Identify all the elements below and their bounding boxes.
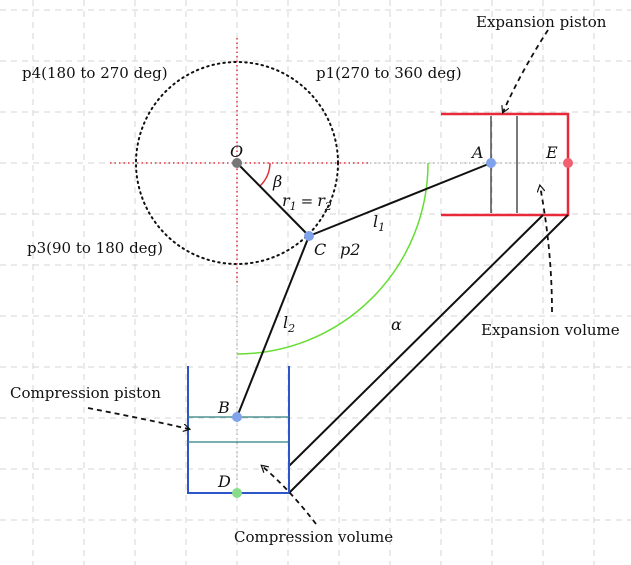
point-d-label: D [217,472,231,491]
radius-equation: r1=r2 [282,191,332,213]
quadrant-p3-label: p3(90 to 180 deg) [27,239,163,257]
expansion-cylinder [441,112,570,217]
expansion-volume-label: Expansion volume [481,321,620,339]
rod-l2-label: l2 [283,313,295,335]
point-o-marker [232,158,242,168]
alpha-symbol: α [391,315,402,334]
rod-l2 [236,235,310,418]
rod-l1-label: l1 [373,212,385,234]
compression-piston-label: Compression piston [10,384,161,402]
point-d-marker [232,488,242,498]
quadrant-p4-label: p4(180 to 270 deg) [22,64,168,82]
linkage [236,162,492,418]
transfer-duct [288,214,569,494]
callout-arrows [87,29,553,525]
point-c-label: C [314,240,326,259]
point-b-label: B [217,398,230,417]
expansion-piston-arrow [503,29,549,112]
point-e-label: E [545,143,558,162]
quadrant-p2-label: p2 [340,240,360,259]
point-o-label: O [230,142,243,161]
point-a-marker [486,158,496,168]
beta-symbol: β [272,172,282,191]
point-c-marker [304,231,314,241]
point-e-marker [563,158,573,168]
expansion-volume-arrow [540,186,553,313]
compression-cylinder [187,366,290,494]
compression-volume-label: Compression volume [234,528,393,546]
compression-piston-arrow [87,407,189,429]
compression-volume-arrow [262,466,317,525]
point-b-marker [232,412,242,422]
rod-l1 [308,162,492,237]
beta-arc [259,162,271,187]
quadrant-p1-label: p1(270 to 360 deg) [316,64,462,82]
expansion-piston-label: Expansion piston [476,13,607,31]
point-a-label: A [470,143,484,162]
crank-r1 [236,162,310,237]
alpha-arc [236,162,429,355]
